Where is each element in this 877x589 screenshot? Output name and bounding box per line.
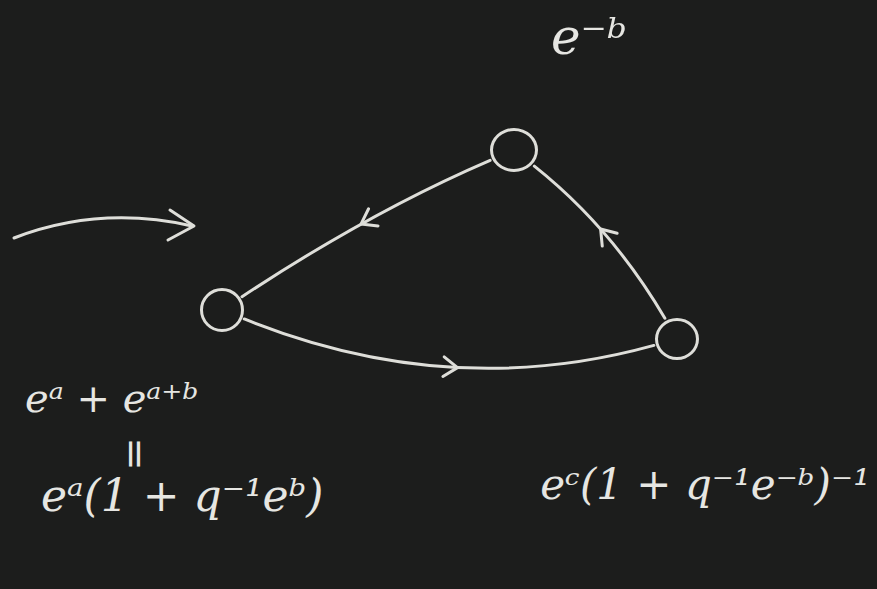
- chalk-circle: eᶜ(1 + q⁻¹e⁻ᵇ)⁻¹: [655, 318, 699, 360]
- formula-label: eᶜ(1 + q⁻¹e⁻ᵇ)⁻¹: [540, 461, 870, 509]
- formula-label: eᵃ + eᵃ⁺ᵇ: [25, 375, 198, 421]
- curved-connector: [242, 160, 490, 296]
- formula-label: eᵃ(1 + q⁻¹eᵇ): [41, 471, 323, 522]
- curved-connector: [534, 166, 665, 318]
- formula-label: e⁻ᵇ: [551, 9, 627, 67]
- curved-connector: [244, 319, 654, 377]
- chalk-circle: eᵃ + eᵃ⁺ᵇ=eᵃ(1 + q⁻¹eᵇ): [200, 288, 244, 332]
- formula-label: =: [113, 437, 159, 471]
- chalk-circle: e⁻ᵇ: [490, 128, 538, 172]
